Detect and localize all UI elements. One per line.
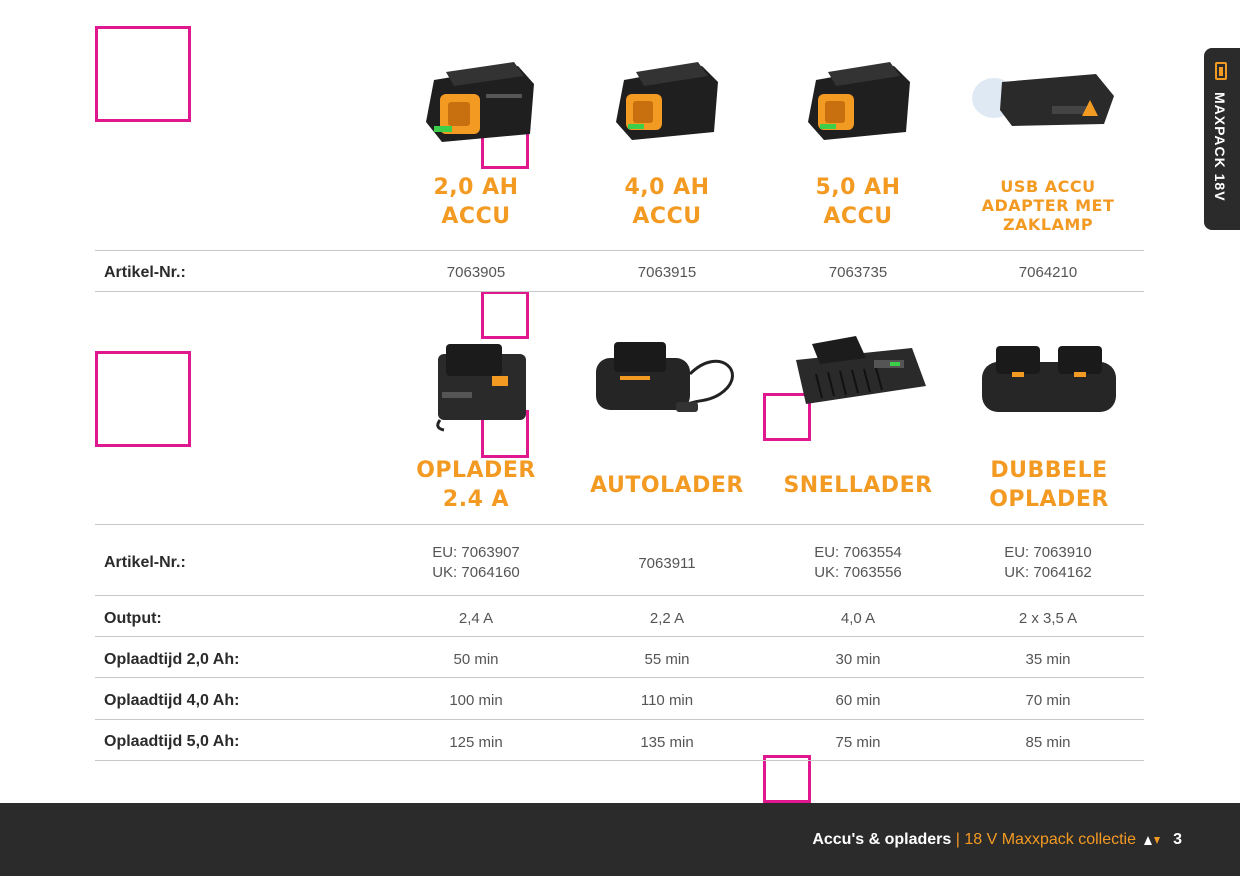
- article-uk: UK: 7064162: [1004, 564, 1092, 581]
- table-cell: 7064210: [1018, 264, 1078, 281]
- product-title: DUBBELE OPLADER: [989, 458, 1109, 512]
- table-cell: 2,2 A: [649, 610, 685, 627]
- row-divider: [95, 719, 1144, 720]
- product-title: SNELLADER: [783, 472, 933, 498]
- row-divider: [95, 636, 1144, 637]
- table-cell: 7063735: [828, 264, 888, 281]
- placeholder-marker: [481, 291, 529, 339]
- table-cell: 4,0 A: [840, 610, 876, 627]
- product-title: AUTOLADER: [590, 472, 744, 498]
- row-label: Output:: [104, 610, 162, 627]
- table-cell: 2 x 3,5 A: [1018, 610, 1078, 627]
- article-eu: EU: 7063910: [1004, 544, 1092, 561]
- table-cell: EU: 7063554 UK: 7063556: [763, 543, 953, 583]
- table-cell: 70 min: [1025, 692, 1071, 709]
- row-divider: [95, 291, 1144, 292]
- row-label: Oplaadtijd 4,0 Ah:: [104, 692, 240, 709]
- product-title: USB ACCU ADAPTER MET ZAKLAMP: [981, 176, 1115, 234]
- battery-4ah-image: [612, 52, 722, 144]
- triangle-logo-icon: [1144, 836, 1160, 845]
- article-uk: UK: 7063556: [814, 564, 902, 581]
- car-charger-image: [590, 334, 742, 422]
- table-cell: 100 min: [449, 692, 503, 709]
- battery-5ah-image: [804, 52, 914, 144]
- placeholder-marker: [95, 26, 191, 122]
- fast-charger-image: [786, 330, 930, 410]
- table-cell: 110 min: [640, 692, 694, 709]
- charger-2-4a-image: [430, 340, 532, 432]
- table-cell: 7063905: [446, 264, 506, 281]
- table-cell: 30 min: [835, 651, 881, 668]
- article-number: 7063911: [638, 555, 696, 572]
- row-divider: [95, 250, 1144, 251]
- table-cell: 75 min: [835, 734, 881, 751]
- product-title: 4,0 AH ACCU: [624, 175, 710, 229]
- battery-icon: [1215, 62, 1227, 80]
- row-label: Oplaadtijd 5,0 Ah:: [104, 733, 240, 750]
- table-cell: 50 min: [453, 651, 499, 668]
- article-uk: UK: 7064160: [432, 564, 520, 581]
- product-title: OPLADER 2.4 A: [416, 458, 536, 512]
- footer-separator: |: [955, 831, 960, 848]
- table-cell: EU: 7063910 UK: 7064162: [953, 543, 1143, 583]
- usb-adapter-image: [972, 60, 1118, 132]
- placeholder-marker: [95, 351, 191, 447]
- footer-subtitle: 18 V Maxxpack collectie: [964, 831, 1136, 848]
- table-cell: 125 min: [449, 734, 503, 751]
- table-cell: 135 min: [640, 734, 694, 751]
- double-charger-image: [978, 340, 1120, 416]
- table-cell: 55 min: [644, 651, 690, 668]
- table-cell: EU: 7063907 UK: 7064160: [381, 543, 571, 583]
- row-divider: [95, 524, 1144, 525]
- article-eu: EU: 7063554: [814, 544, 902, 561]
- row-label: Artikel-Nr.:: [104, 264, 186, 281]
- row-divider: [95, 677, 1144, 678]
- table-cell: 2,4 A: [458, 610, 494, 627]
- placeholder-marker: [763, 755, 811, 803]
- row-divider: [95, 595, 1144, 596]
- footer-text: Accu's & opladers | 18 V Maxxpack collec…: [812, 831, 1136, 849]
- product-title: 5,0 AH ACCU: [815, 175, 901, 229]
- row-divider: [95, 760, 1144, 761]
- battery-2ah-image: [420, 50, 540, 146]
- row-label: Artikel-Nr.:: [104, 554, 186, 571]
- page-footer: Accu's & opladers | 18 V Maxxpack collec…: [0, 803, 1240, 876]
- footer-section: Accu's & opladers: [812, 831, 952, 848]
- table-cell: 85 min: [1025, 734, 1071, 751]
- row-label: Oplaadtijd 2,0 Ah:: [104, 651, 240, 668]
- article-eu: EU: 7063907: [432, 544, 520, 561]
- product-title: 2,0 AH ACCU: [433, 175, 519, 229]
- table-cell: 7063915: [637, 264, 697, 281]
- table-cell: 35 min: [1025, 651, 1071, 668]
- page-number: 3: [1173, 831, 1182, 848]
- side-tab-label: MAXPACK 18V: [1212, 92, 1228, 202]
- table-cell: 60 min: [835, 692, 881, 709]
- placeholder-marker: [763, 393, 811, 441]
- section-side-tab: MAXPACK 18V: [1204, 48, 1240, 230]
- table-cell: 7063911: [572, 554, 762, 574]
